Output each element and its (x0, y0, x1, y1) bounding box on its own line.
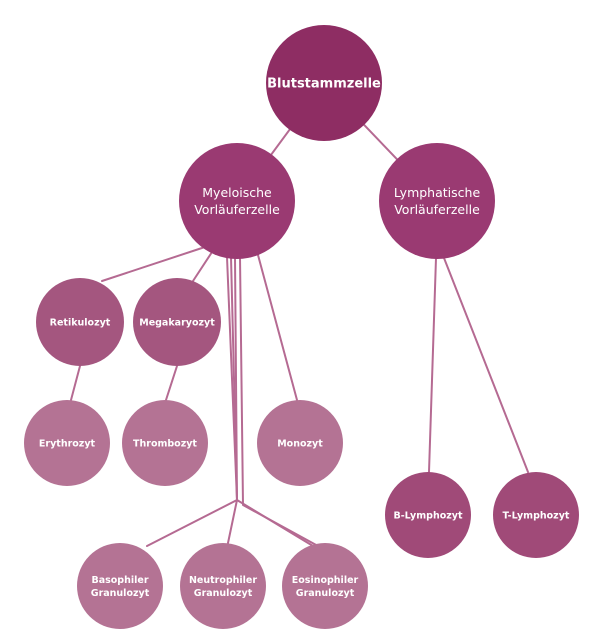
node-circle (122, 400, 208, 486)
node-label: T-Lymphozyt (503, 510, 570, 521)
connector-line (101, 245, 209, 282)
node-label: Vorläuferzelle (194, 202, 280, 217)
node-circle (36, 278, 124, 366)
node-label: B-Lymphozyt (393, 510, 462, 521)
node-label: Eosinophiler (292, 575, 359, 586)
node-circle (493, 472, 579, 558)
node-root: Blutstammzelle (266, 25, 382, 141)
node-circle (282, 543, 368, 629)
node-thrombozyt: Thrombozyt (122, 400, 208, 486)
node-erythrozyt: Erythrozyt (24, 400, 110, 486)
node-t-lymph: T-Lymphozyt (493, 472, 579, 558)
connector-line (428, 257, 437, 473)
node-circle (77, 543, 163, 629)
node-label: Myeloische (202, 185, 272, 200)
node-label: Basophiler (91, 575, 148, 586)
node-circle (179, 143, 295, 259)
node-circle (24, 400, 110, 486)
node-retikulozyt: Retikulozyt (36, 278, 124, 366)
connector-line (443, 257, 529, 473)
connector-line (192, 248, 215, 282)
node-label: Thrombozyt (133, 438, 197, 449)
connector-line (257, 254, 298, 401)
node-label: Granulozyt (194, 588, 253, 599)
connector-line (234, 256, 314, 547)
node-circle (379, 143, 495, 259)
node-label: Erythrozyt (39, 438, 96, 449)
node-label: Megakaryozyt (139, 317, 215, 328)
node-label: Granulozyt (91, 588, 150, 599)
connector-line (70, 365, 81, 401)
node-label: Neutrophiler (189, 575, 257, 586)
node-circle (385, 472, 471, 558)
node-circle (133, 278, 221, 366)
connector-line (165, 365, 178, 401)
node-label: Monozyt (277, 438, 323, 449)
node-circle (266, 25, 382, 141)
node-b-lymph: B-Lymphozyt (385, 472, 471, 558)
node-label: Granulozyt (296, 588, 355, 599)
node-label: Lymphatische (394, 185, 481, 200)
connector-line (239, 256, 319, 547)
node-monozyt: Monozyt (257, 400, 343, 486)
node-megakaryozyt: Megakaryozyt (133, 278, 221, 366)
cell-nodes: BlutstammzelleMyeloischeVorläuferzelleLy… (24, 25, 579, 629)
node-label: Vorläuferzelle (394, 202, 480, 217)
node-circle (257, 400, 343, 486)
node-label: Retikulozyt (50, 317, 111, 328)
node-label: Blutstammzelle (267, 77, 381, 92)
node-circle (180, 543, 266, 629)
